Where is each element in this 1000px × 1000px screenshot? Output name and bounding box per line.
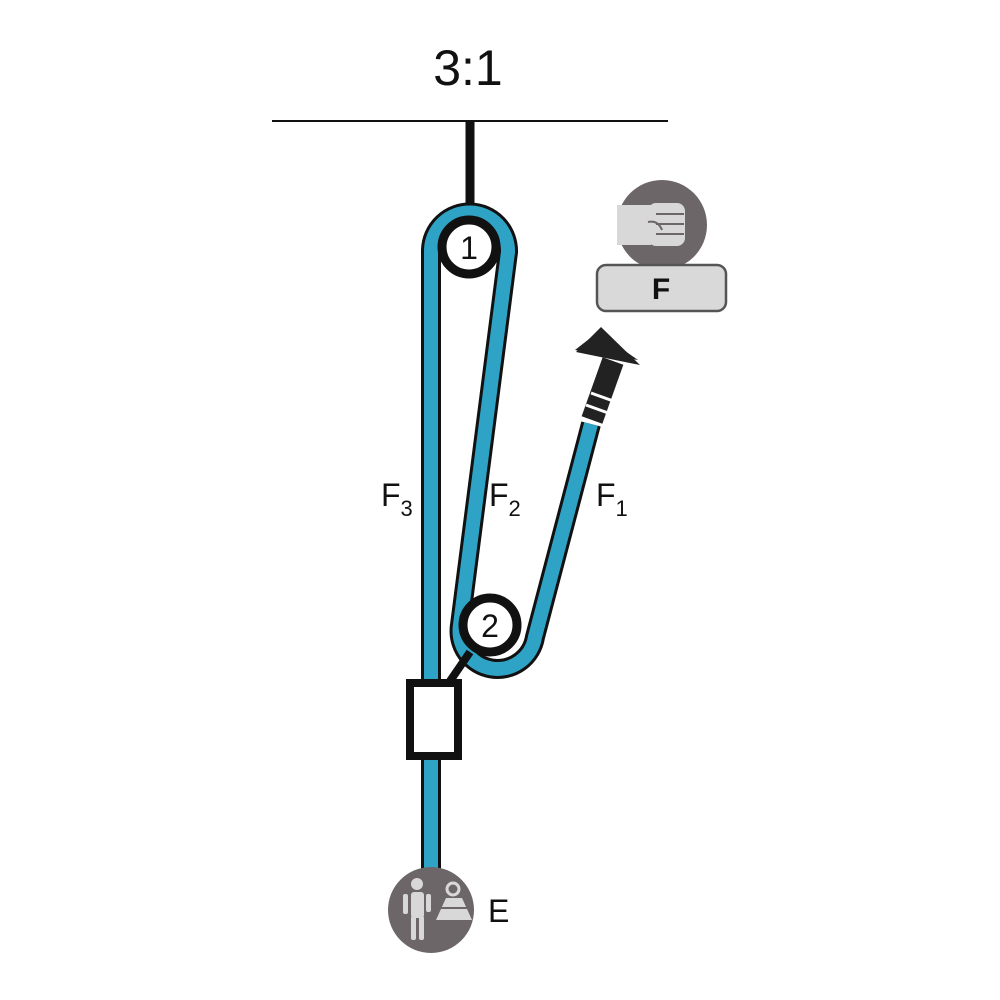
pulley-1: 1 [437, 215, 501, 279]
rope [424, 205, 598, 870]
label-f1: F1 [596, 477, 628, 521]
pulley-1-number: 1 [460, 230, 478, 266]
rescuer-with-victim-icon [388, 867, 474, 953]
label-f2: F2 [489, 477, 521, 521]
svg-text:F2: F2 [489, 477, 521, 521]
ratio-title: 3:1 [433, 40, 503, 96]
pulley-2: 2 [458, 593, 522, 657]
force-box-label: F [652, 273, 670, 306]
rope-grab [406, 679, 462, 760]
svg-text:F3: F3 [381, 477, 413, 521]
pulley-2-number: 2 [481, 608, 499, 644]
pulley-2-connector [444, 649, 474, 687]
svg-text:F1: F1 [596, 477, 628, 521]
force-box: F [595, 263, 728, 313]
load-label: E [488, 893, 509, 929]
label-f3: F3 [381, 477, 413, 521]
pull-arrow [575, 327, 640, 424]
fist-icon [617, 180, 707, 270]
